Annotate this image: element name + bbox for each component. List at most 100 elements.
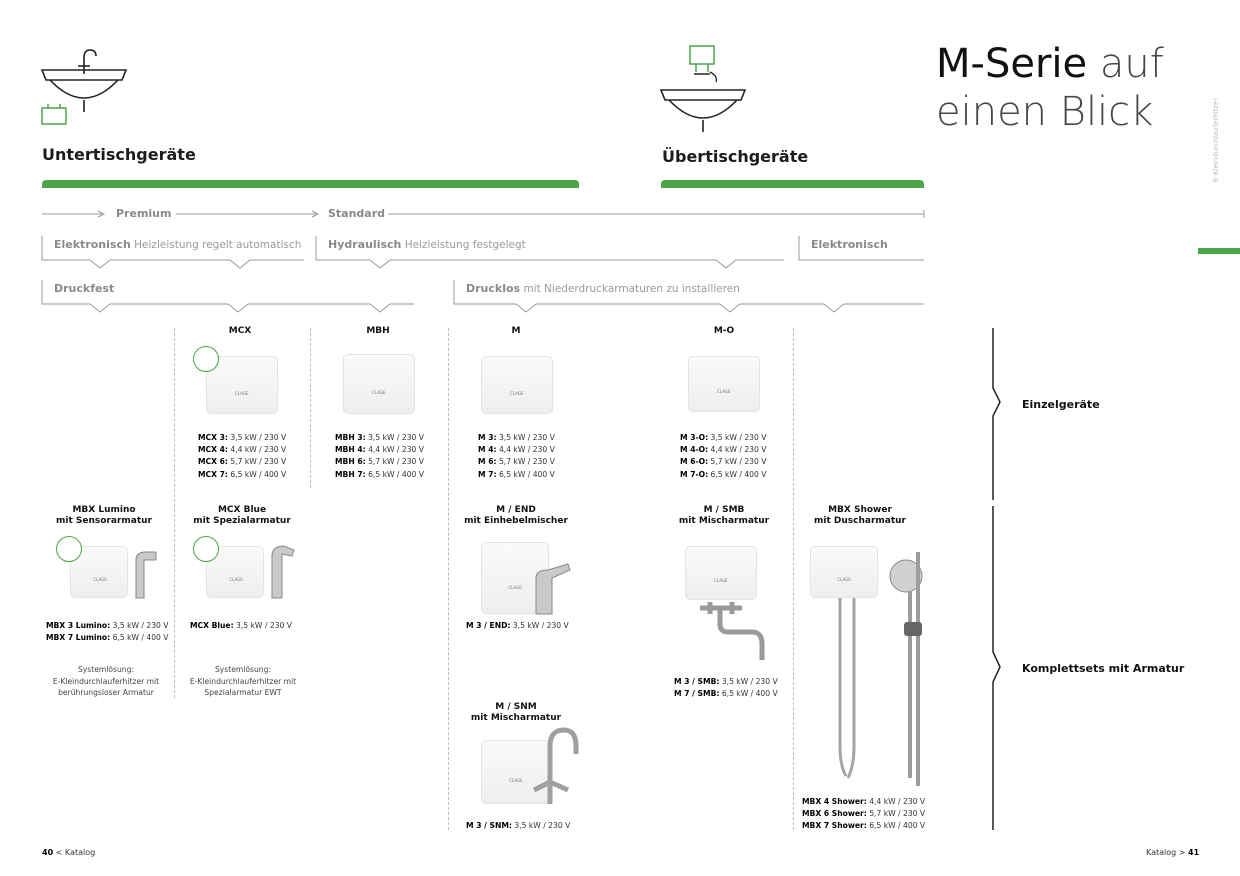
brand-logo: CLAGE: [93, 577, 107, 582]
spec-line: MCX 6: 5,7 kW / 230 V: [198, 456, 286, 468]
spec-line: MBH 4: 4,4 kW / 230 V: [335, 444, 424, 456]
row-hydraulisch: Hydraulisch Heizleistung festgelegt: [328, 238, 526, 251]
spec-model: M 6-O:: [680, 457, 709, 467]
mcx-title: MCX: [228, 326, 252, 336]
spec-model: M 7-O:: [680, 469, 709, 479]
brand-logo: CLAGE: [714, 578, 728, 584]
lumino-note: Systemlösung:E-Kleindurchlauferhitzer mi…: [52, 665, 160, 697]
undersink-sink-icon: [40, 49, 128, 125]
hierarchy-lines: [41, 210, 925, 313]
spec-model: MBX 3 Lumino:: [46, 621, 111, 630]
spec-model: M 3 / SNM:: [466, 821, 512, 830]
row-premium: Premium: [116, 207, 172, 220]
spec-model: MBX 7 Lumino:: [46, 633, 111, 643]
category-brackets: [992, 328, 1001, 830]
spec-model: MCX 3:: [198, 433, 228, 442]
title-bold: M-Serie: [936, 41, 1088, 87]
spec-value: 6,5 kW / 400 V: [110, 633, 169, 643]
spec-model: MBH 4:: [335, 445, 366, 455]
msnm-specs: M 3 / SNM: 3,5 kW / 230 V: [466, 820, 570, 832]
spec-value: 4,4 kW / 230 V: [496, 445, 555, 455]
spec-value: 3,5 kW / 230 V: [365, 433, 424, 442]
spec-line: MCX 3: 3,5 kW / 230 V: [198, 432, 286, 444]
mend-specs: M 3 / END: 3,5 kW / 230 V: [466, 620, 569, 632]
spec-model: M 3-O:: [680, 433, 709, 442]
footer-left: 40 < Katalog: [42, 848, 96, 857]
spec-value: 6,5 kW / 400 V: [866, 821, 926, 831]
brand-logo: CLAGE: [372, 389, 386, 395]
title-rest2: einen Blick: [936, 89, 1154, 135]
brand-logo: CLAGE: [717, 389, 731, 395]
spec-line: M 7 / SMB: 6,5 kW / 400 V: [674, 688, 778, 700]
spec-line: MBX 4 Shower: 4,4 kW / 230 V: [802, 796, 925, 808]
shower-product: CLAGE: [810, 546, 878, 598]
spec-line: MCX 4: 4,4 kW / 230 V: [198, 444, 286, 456]
spec-value: 6,5 kW / 400 V: [365, 469, 424, 479]
spec-line: M 7-O: 6,5 kW / 400 V: [680, 469, 766, 481]
shower-set-icon: [838, 552, 923, 786]
spec-line: M 7: 6,5 kW / 400 V: [478, 469, 555, 481]
divider-3: [448, 328, 449, 830]
row-standard: Standard: [328, 207, 386, 220]
mixer-tap-icon: [700, 602, 765, 660]
divider-1: [174, 328, 175, 698]
spec-line: M 3 / SMB: 3,5 kW / 230 V: [674, 676, 778, 688]
spec-line: MCX Blue: 3,5 kW / 230 V: [190, 620, 292, 632]
spec-line: M 3 / SNM: 3,5 kW / 230 V: [466, 820, 570, 832]
mbh-product: CLAGE: [343, 354, 415, 414]
brand-logo: CLAGE: [509, 778, 523, 784]
spec-value: 6,5 kW / 400 V: [227, 469, 287, 479]
spec-value: 5,7 kW / 230 V: [866, 809, 926, 819]
left-green-bar: [42, 180, 579, 188]
special-faucet-icon: [271, 545, 295, 599]
spec-line: MBH 6: 5,7 kW / 230 V: [335, 456, 424, 468]
mcxblue-note: Systemlösung:E-Kleindurchlauferhitzer mi…: [189, 665, 297, 697]
spec-line: M 3: 3,5 kW / 230 V: [478, 432, 555, 444]
spec-line: M 4-O: 4,4 kW / 230 V: [680, 444, 766, 456]
swivel-mixer-icon: [532, 727, 579, 804]
msmb-product: CLAGE: [685, 546, 757, 600]
spec-value: 5,7 kW / 230 V: [496, 457, 555, 467]
m-title: M: [511, 326, 521, 336]
spec-value: 3,5 kW / 230 V: [511, 821, 571, 830]
page-title: M-Serie auf einen Blick: [936, 40, 1196, 136]
divider-2: [310, 328, 311, 488]
spec-value: 3,5 kW / 230 V: [233, 621, 292, 630]
msnm-product: CLAGE: [481, 740, 551, 804]
spec-value: 3,5 kW / 230 V: [110, 621, 169, 630]
spec-value: 4,4 kW / 230 V: [708, 445, 767, 455]
spec-model: MBH 6:: [335, 457, 366, 467]
footer-right: Katalog > 41: [1146, 848, 1200, 857]
brand-logo: CLAGE: [235, 390, 249, 396]
spec-line: MBX 7 Lumino: 6,5 kW / 400 V: [46, 632, 169, 644]
spec-value: 3,5 kW / 230 V: [496, 433, 555, 442]
spec-value: 6,5 kW / 400 V: [719, 689, 778, 699]
spec-line: MCX 7: 6,5 kW / 400 V: [198, 469, 286, 481]
side-label: E-Kleindurchlauferhitzer: [1212, 97, 1220, 182]
single-lever-faucet-icon: [535, 563, 571, 615]
spec-model: M 3:: [478, 433, 497, 442]
smiley-icon: [193, 536, 219, 562]
spec-line: MBX 7 Shower: 6,5 kW / 400 V: [802, 820, 925, 832]
spec-line: MBX 3 Lumino: 3,5 kW / 230 V: [46, 620, 169, 632]
category-single: Einzelgeräte: [1022, 398, 1100, 411]
spec-model: MBH 3:: [335, 433, 366, 442]
spec-model: MCX 4:: [198, 445, 228, 455]
spec-value: 3,5 kW / 230 V: [708, 433, 767, 442]
spec-value: 5,7 kW / 230 V: [365, 457, 424, 467]
spec-model: M 3 / SMB:: [674, 677, 720, 686]
spec-model: M 7 / SMB:: [674, 689, 720, 699]
spec-line: MBH 3: 3,5 kW / 230 V: [335, 432, 424, 444]
spec-model: M 3 / END:: [466, 621, 511, 630]
row-elektronisch: Elektronisch Heizleistung regelt automat…: [54, 238, 302, 251]
sensor-faucet-icon: [135, 551, 157, 599]
spec-model: MCX 7:: [198, 469, 228, 479]
